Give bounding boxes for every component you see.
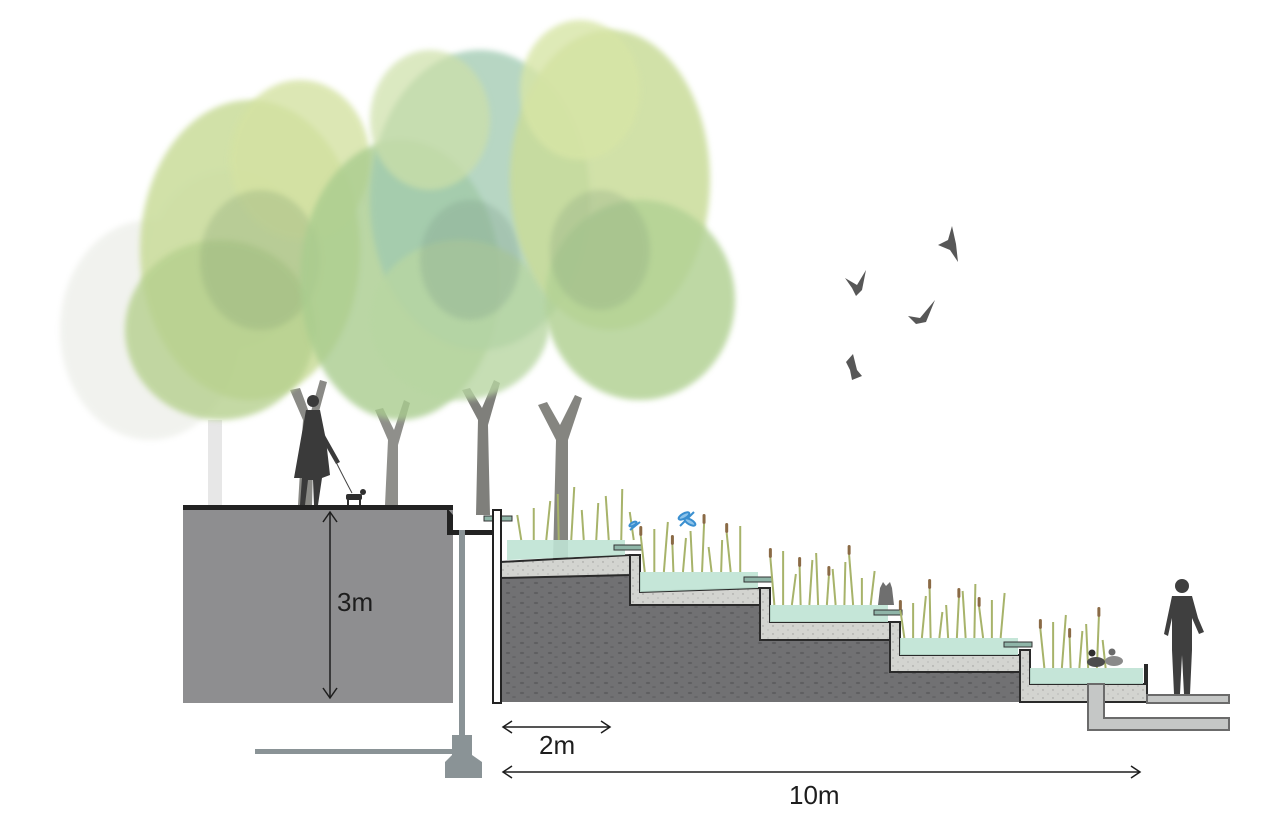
reed-blade [848, 554, 855, 606]
cat-icon [878, 582, 894, 605]
cattail-head [768, 548, 772, 558]
step-width-dimension-label: 2m [539, 730, 575, 760]
cattail-head [898, 600, 902, 610]
duck-icon [1087, 648, 1123, 667]
cattail-head [957, 588, 961, 598]
reed-blade [945, 604, 950, 639]
reed-blade [681, 537, 687, 573]
reed-blade [1085, 623, 1090, 669]
reed-blade [843, 561, 847, 606]
upper-ground-block [183, 505, 495, 703]
total-width-dimension-label: 10m [789, 780, 840, 810]
reed-blade [769, 557, 776, 606]
bird-icons [845, 226, 958, 380]
reed-blade [701, 523, 706, 573]
cattail-head [827, 566, 831, 576]
reed-blade [798, 566, 802, 606]
tree-right [510, 20, 735, 560]
dragonfly-icon [628, 520, 641, 531]
cattail-head [798, 557, 802, 567]
tree-canopy-group [60, 20, 735, 560]
reed-blade [815, 552, 820, 606]
reed-blade [938, 611, 944, 639]
reed-blade [999, 592, 1006, 639]
cattail-head [1097, 607, 1101, 617]
cattail-head [1038, 619, 1042, 629]
bird-icon [845, 270, 866, 296]
dimension-step-width [501, 720, 612, 734]
reed-blade [973, 583, 977, 639]
reed-blade [1068, 637, 1072, 669]
reed-blade [671, 544, 675, 573]
reed-blade [1078, 630, 1084, 669]
dragonfly-icons [628, 511, 697, 531]
reed-blade [662, 521, 669, 573]
retaining-wall [255, 509, 502, 778]
water-pools [507, 540, 1143, 684]
dimension-total-width [501, 765, 1142, 779]
person-walking-icon [294, 395, 340, 505]
reed-blade [604, 495, 610, 541]
dimension-height [322, 510, 338, 700]
cattail-head [847, 545, 851, 555]
dragonfly-icon [677, 511, 697, 527]
reed-blade [620, 488, 624, 541]
reed-blade [689, 530, 694, 573]
cattail-head [639, 526, 643, 536]
cattail-head [1068, 628, 1072, 638]
reed-blade [516, 514, 523, 541]
reed-blade [928, 588, 932, 639]
cattail-head [977, 597, 981, 607]
bird-icon [846, 354, 862, 380]
reed-blade [869, 570, 876, 606]
cattail-head [725, 523, 729, 533]
reed-vegetation [516, 486, 1107, 669]
dog-icon [346, 489, 366, 505]
reed-blade [639, 535, 646, 573]
reed-blade [978, 606, 985, 639]
reed-blade [961, 590, 967, 639]
reed-blade [725, 532, 732, 573]
reed-blade [899, 609, 906, 639]
outlet-pipes [1087, 683, 1230, 731]
reed-blade [580, 509, 585, 541]
concrete-terraces [499, 553, 1148, 703]
cattail-head [702, 514, 706, 524]
bird-icon [938, 226, 958, 262]
reed-blade [920, 595, 927, 639]
cattail-head [670, 535, 674, 545]
reed-blade [570, 486, 576, 541]
reed-blade [595, 502, 600, 541]
leash-line [334, 459, 353, 494]
person-standing-icon [1164, 579, 1204, 694]
reed-blade [808, 559, 814, 606]
reed-blade [720, 539, 724, 573]
reed-blade [556, 493, 560, 541]
reed-blade [1060, 614, 1067, 669]
reed-blade [955, 597, 960, 639]
reed-blade [1101, 639, 1107, 669]
reed-blade [1039, 628, 1046, 669]
reed-blade [790, 573, 797, 606]
reed-blade [831, 568, 837, 606]
reed-blade [707, 546, 713, 573]
reed-blade [825, 575, 830, 606]
reed-blade [545, 500, 552, 541]
cattail-head [928, 579, 932, 589]
height-dimension-label: 3m [337, 587, 373, 617]
bird-icon [908, 300, 935, 324]
